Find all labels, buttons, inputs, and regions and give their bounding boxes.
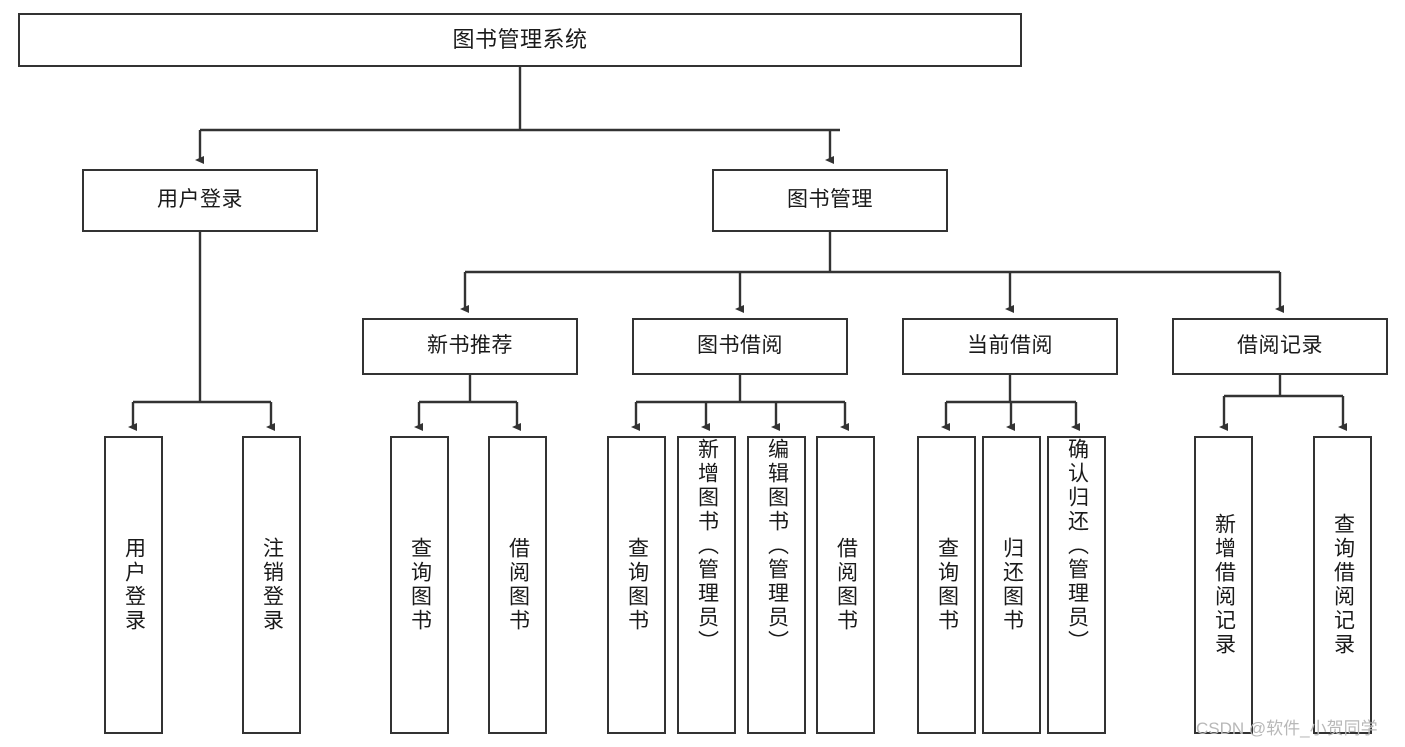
node-label: 归还图书 <box>1000 537 1024 633</box>
node-label: 借阅图书 <box>834 537 858 633</box>
node-label: 查询图书 <box>935 537 959 633</box>
node-label: 查询借阅记录 <box>1331 513 1355 657</box>
node-book-management[interactable]: 图书管理 <box>712 169 948 232</box>
node-label: 查询图书 <box>408 537 432 633</box>
node-label: 用户登录 <box>157 188 243 212</box>
node-current-borrow[interactable]: 当前借阅 <box>902 318 1118 375</box>
node-label: 用户登录 <box>122 537 146 633</box>
leaf-current-borrow-return[interactable]: 归还图书 <box>982 436 1041 734</box>
node-label: 新书推荐 <box>427 334 513 358</box>
node-label: 图书管理 <box>787 188 873 212</box>
node-user-login[interactable]: 用户登录 <box>82 169 318 232</box>
node-borrow-record[interactable]: 借阅记录 <box>1172 318 1388 375</box>
leaf-new-book-query[interactable]: 查询图书 <box>390 436 449 734</box>
node-root-system[interactable]: 图书管理系统 <box>18 13 1022 67</box>
node-label: 借阅记录 <box>1237 334 1323 358</box>
node-label: 确认归还（管理员） <box>1065 438 1089 654</box>
node-label: 查询图书 <box>625 537 649 633</box>
leaf-current-borrow-query[interactable]: 查询图书 <box>917 436 976 734</box>
node-label: 注销登录 <box>260 537 284 633</box>
node-label: 新增图书（管理员） <box>695 438 719 654</box>
node-label: 图书借阅 <box>697 334 783 358</box>
leaf-book-borrow-add[interactable]: 新增图书（管理员） <box>677 436 736 734</box>
leaf-borrow-record-query[interactable]: 查询借阅记录 <box>1313 436 1372 734</box>
leaf-new-book-borrow[interactable]: 借阅图书 <box>488 436 547 734</box>
node-label: 借阅图书 <box>506 537 530 633</box>
leaf-user-login-signout[interactable]: 注销登录 <box>242 436 301 734</box>
node-label: 新增借阅记录 <box>1212 513 1236 657</box>
node-new-book-recommend[interactable]: 新书推荐 <box>362 318 578 375</box>
leaf-book-borrow-edit[interactable]: 编辑图书（管理员） <box>747 436 806 734</box>
node-label: 当前借阅 <box>967 334 1053 358</box>
leaf-book-borrow-lend[interactable]: 借阅图书 <box>816 436 875 734</box>
leaf-user-login-signin[interactable]: 用户登录 <box>104 436 163 734</box>
leaf-book-borrow-query[interactable]: 查询图书 <box>607 436 666 734</box>
node-book-borrow[interactable]: 图书借阅 <box>632 318 848 375</box>
leaf-current-borrow-confirm[interactable]: 确认归还（管理员） <box>1047 436 1106 734</box>
node-label: 编辑图书（管理员） <box>765 438 789 654</box>
node-label: 图书管理系统 <box>452 26 588 52</box>
csdn-watermark: CSDN @软件_小贺同学 <box>1196 719 1378 738</box>
leaf-borrow-record-add[interactable]: 新增借阅记录 <box>1194 436 1253 734</box>
